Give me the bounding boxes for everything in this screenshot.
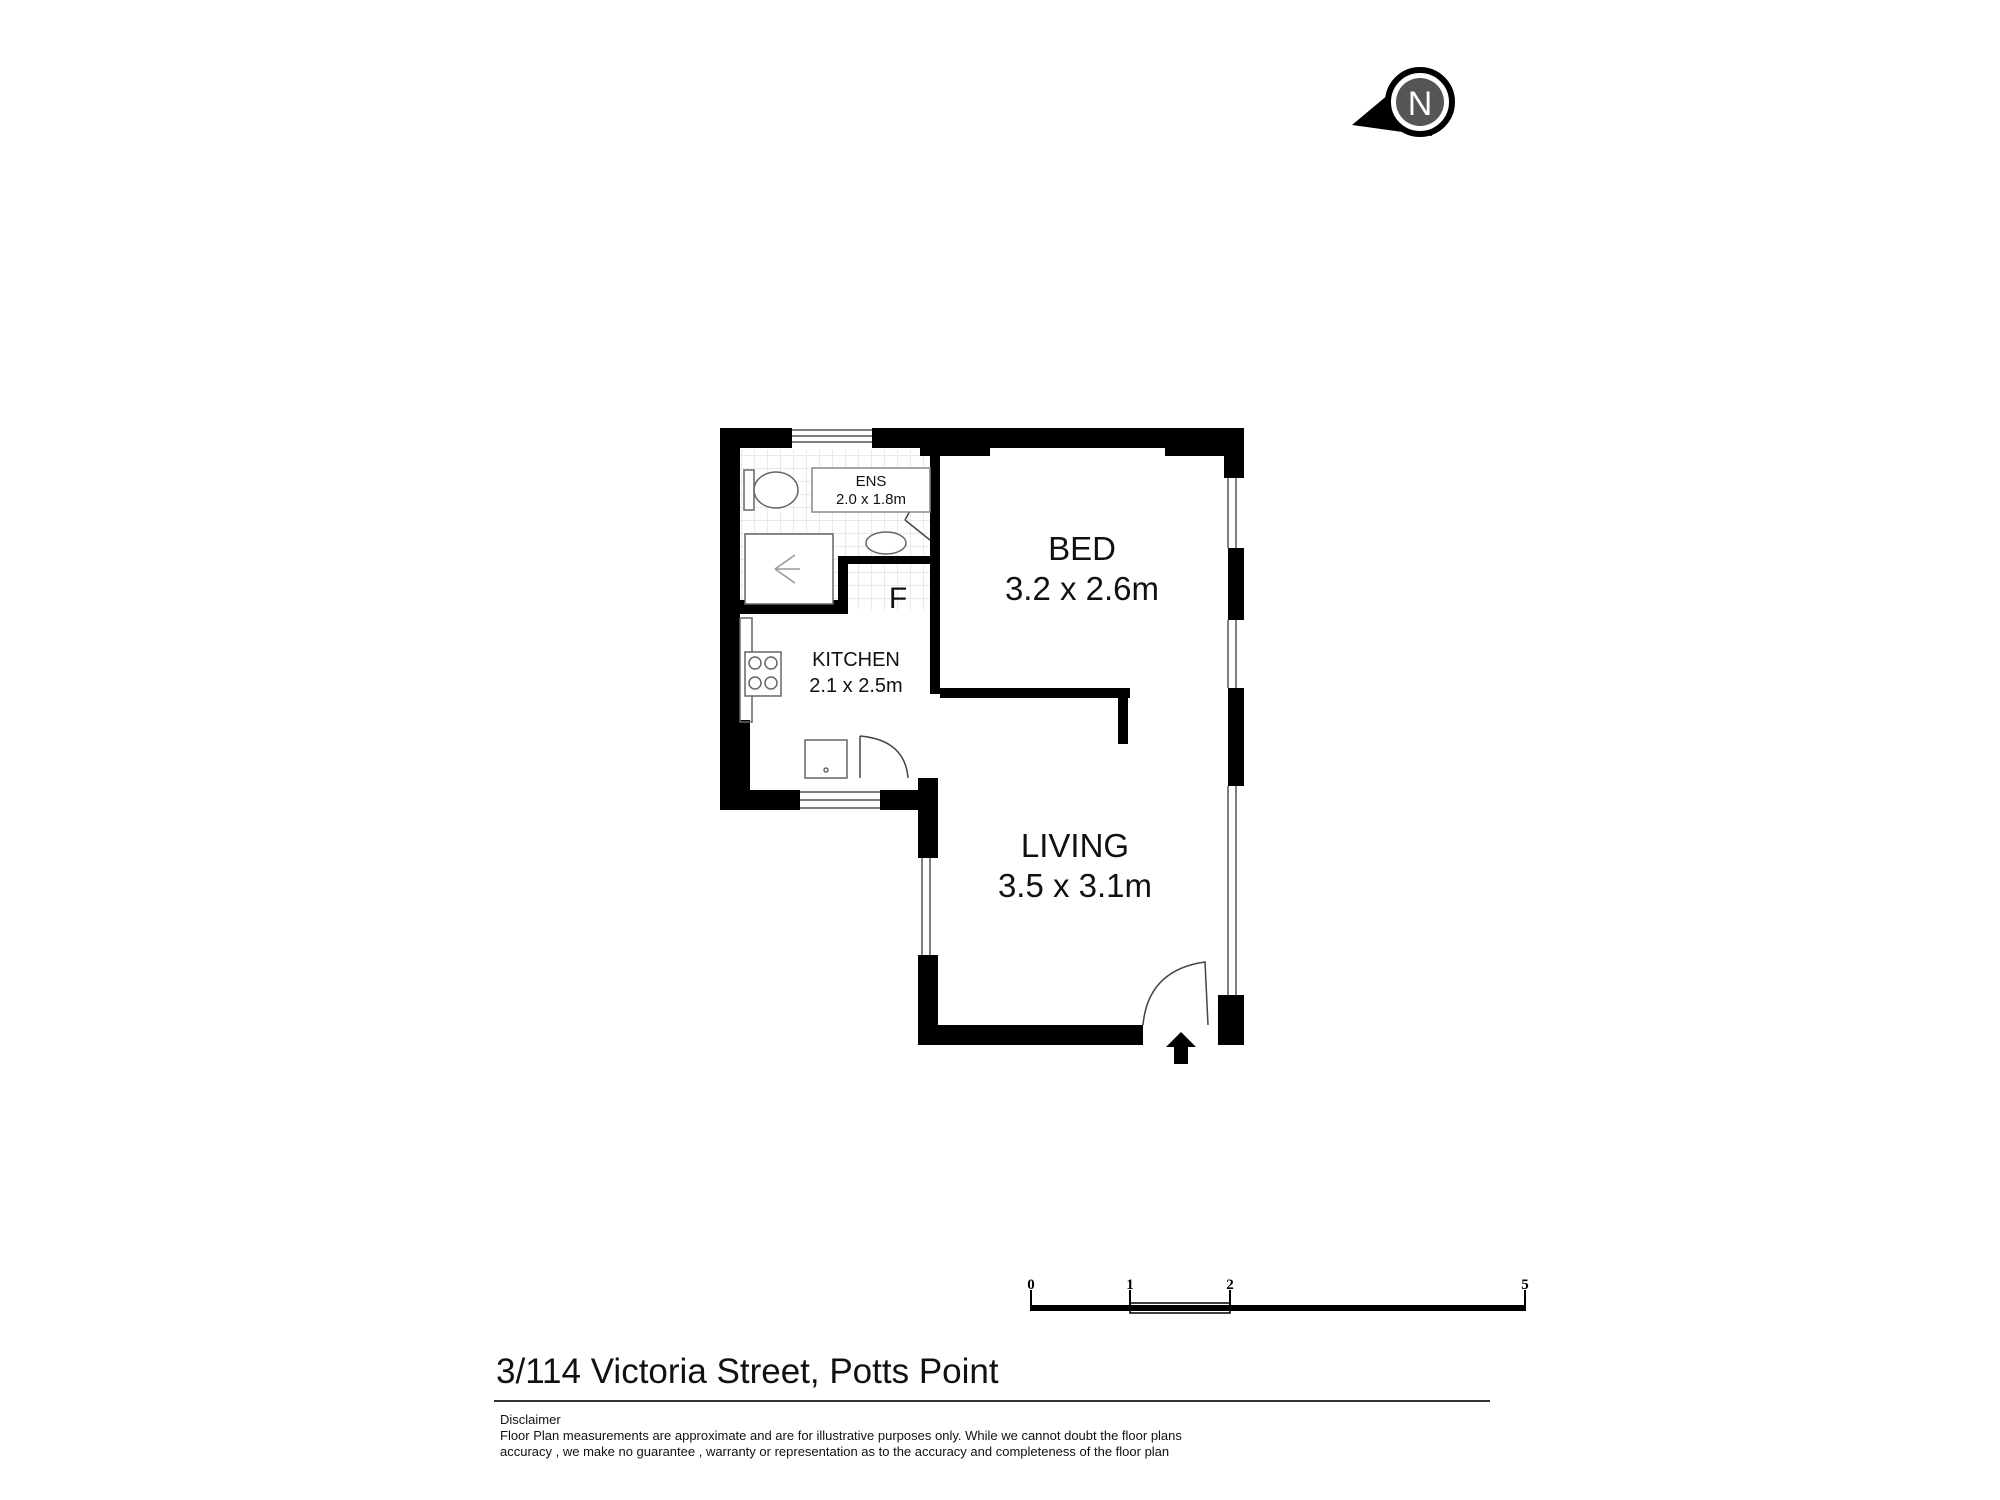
bed-room-size: 3.2 x 2.6m — [1005, 570, 1159, 607]
address-divider — [494, 1400, 1490, 1402]
ensuite-fixtures — [743, 467, 931, 605]
kitchen-fixtures — [739, 617, 848, 779]
north-compass-icon: N — [1352, 67, 1455, 137]
disclaimer-block: Disclaimer Floor Plan measurements are a… — [500, 1412, 1320, 1460]
room-labels: BED 3.2 x 2.6m LIVING 3.5 x 3.1m KITCHEN… — [809, 473, 1159, 904]
entry-arrow-icon — [1166, 1032, 1196, 1064]
compass-label: N — [1408, 85, 1433, 123]
ensuite-label-box — [811, 467, 931, 513]
ensuite-room-size: 2.0 x 1.8m — [836, 491, 906, 508]
living-room-size: 3.5 x 3.1m — [998, 867, 1152, 904]
scale-tick-0: 0 — [1027, 1277, 1035, 1293]
disclaimer-line-1: Floor Plan measurements are approximate … — [500, 1428, 1182, 1443]
bed-room-name: BED — [1048, 530, 1116, 567]
scale-tick-1: 1 — [1126, 1277, 1134, 1293]
kitchen-door-swing — [859, 735, 909, 779]
walls — [720, 428, 1244, 1045]
kitchen-room-size: 2.1 x 2.5m — [809, 675, 902, 697]
entry-door-swing — [1142, 961, 1209, 1026]
disclaimer-heading: Disclaimer — [500, 1412, 561, 1427]
vanity-basin — [865, 531, 907, 555]
scale-tick-2: 2 — [1226, 1277, 1234, 1293]
scale-tick-5: 5 — [1521, 1277, 1529, 1293]
living-room-name: LIVING — [1021, 827, 1129, 864]
toilet-bowl — [753, 471, 799, 509]
toilet-cistern — [743, 469, 755, 511]
windows — [792, 429, 1237, 995]
scale-bar: 0 1 2 5 — [1027, 1277, 1529, 1314]
disclaimer-line-2: accuracy , we make no guarantee , warran… — [500, 1444, 1170, 1459]
fridge-label: F — [889, 582, 907, 615]
property-address: 3/114 Victoria Street, Potts Point — [496, 1352, 999, 1391]
ensuite-room-name: ENS — [856, 473, 887, 490]
kitchen-room-name: KITCHEN — [812, 649, 900, 671]
